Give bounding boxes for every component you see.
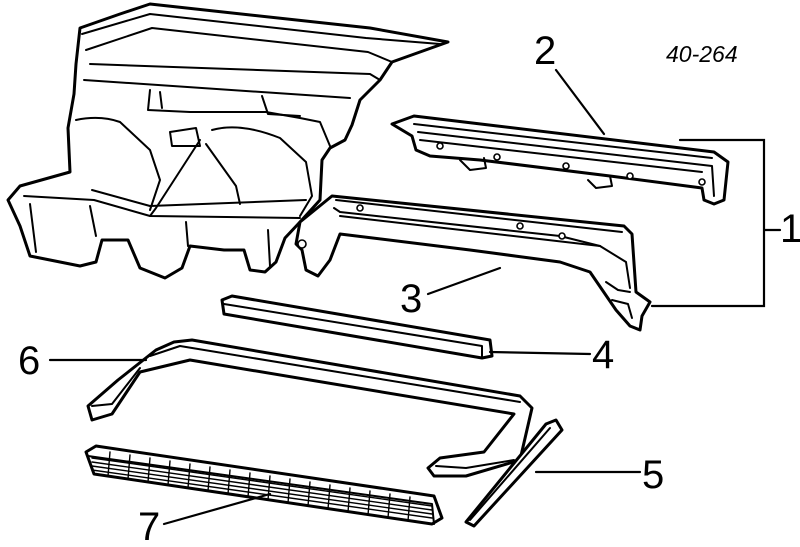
leader-2 <box>554 68 606 136</box>
part-3-lower-panel <box>294 194 652 332</box>
leader-3 <box>426 266 502 296</box>
leader-lines <box>48 68 782 526</box>
mesh-pattern <box>91 451 433 522</box>
callout-7: 7 <box>138 505 160 542</box>
callout-6: 6 <box>18 339 40 383</box>
part-7-mesh-strip <box>84 444 444 526</box>
part-2-upper-rail <box>390 114 730 206</box>
callout-labels: 1 2 3 4 5 6 7 <box>18 29 800 547</box>
callout-4: 4 <box>592 333 614 377</box>
reference-code: 40-264 <box>666 41 738 67</box>
callout-3: 3 <box>400 277 422 321</box>
part-6-u-frame <box>86 338 534 478</box>
callout-1: 1 <box>780 207 800 251</box>
bracket-leader-1 <box>650 138 782 308</box>
rear-body-shell <box>6 2 450 280</box>
part-4-straight-bar <box>220 294 494 360</box>
callout-5: 5 <box>642 453 664 497</box>
part-5-diagonal-strip <box>464 418 564 528</box>
callout-2: 2 <box>534 29 556 73</box>
leader-4 <box>488 350 592 356</box>
leader-7 <box>162 492 272 526</box>
